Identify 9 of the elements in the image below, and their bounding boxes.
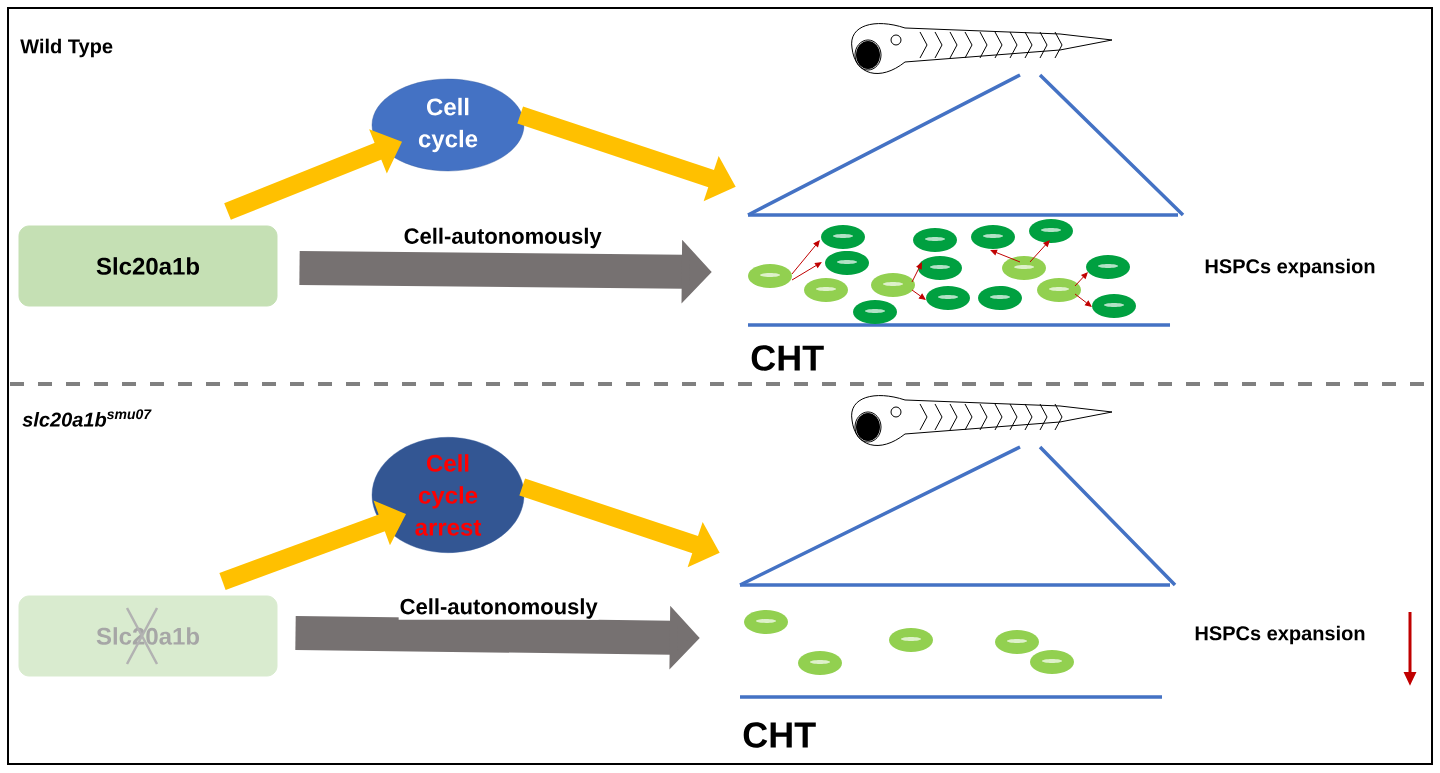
outcome-text: HSPCs expansion xyxy=(1195,625,1365,645)
panel-title: Wild Type xyxy=(20,38,113,58)
region-label: CHT xyxy=(743,722,816,748)
panel-title: slc20a1b$^{smu07}$ xyxy=(22,409,152,427)
edge-label: Cell-autonomously xyxy=(400,598,598,619)
gene-box: Slc20a1b xyxy=(18,225,278,307)
outcome-text: HSPCs expansion xyxy=(1205,258,1375,278)
edge-label: Cell-autonomously xyxy=(404,227,602,249)
region-label: CHT xyxy=(751,345,824,371)
